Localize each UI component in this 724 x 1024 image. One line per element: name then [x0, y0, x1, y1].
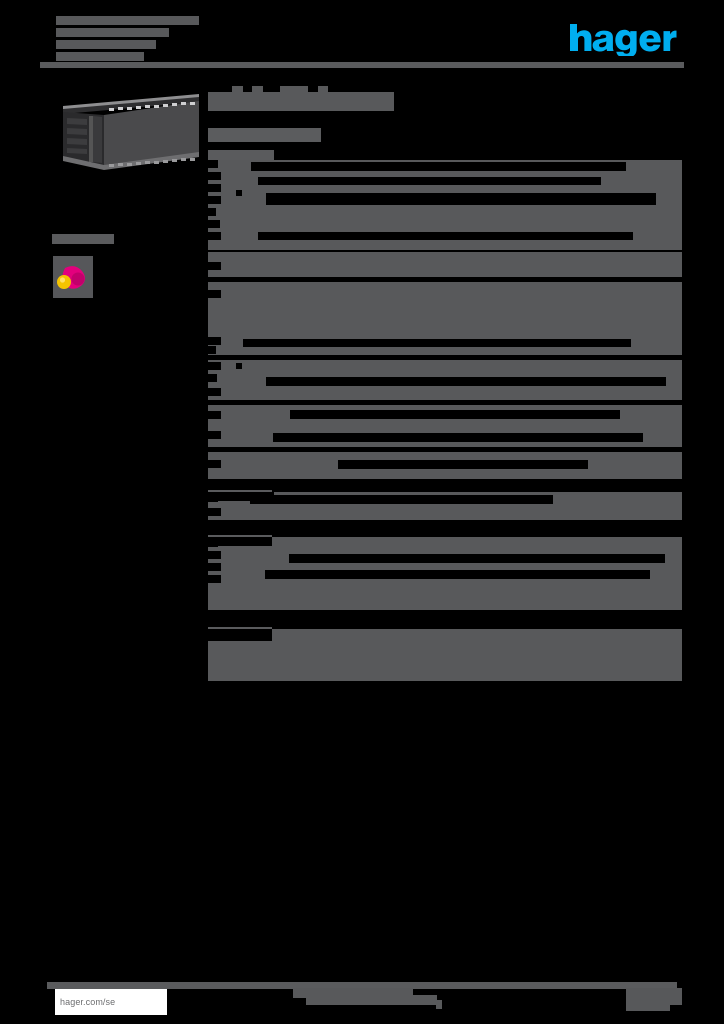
- header-line-3: [56, 40, 156, 49]
- title-ascender-3: [318, 86, 328, 92]
- table-block-1-value-gap-4: [258, 232, 633, 240]
- table-block-1-label-gap-2: [208, 184, 221, 192]
- table-block-4-value-gap-1: [266, 377, 666, 386]
- table-block-1-label-gap-0: [208, 160, 218, 168]
- title-ascender-1: [252, 86, 263, 92]
- title-ascender-2: [280, 86, 308, 92]
- header-rule: [40, 62, 684, 68]
- table-block-6-value-gap-0: [338, 460, 588, 469]
- table-block-3: [208, 282, 682, 355]
- footer-url[interactable]: hager.com/se: [55, 989, 167, 1015]
- title-ascender-0: [232, 86, 243, 92]
- table-block-1-label-gap-3: [208, 196, 221, 204]
- footer-center-block-1: [306, 995, 437, 1005]
- table-block-1-value-gap-0: [251, 162, 626, 171]
- section-technical-characteristics-label: [208, 150, 274, 161]
- table-block-7-value-gap-0: [208, 492, 274, 501]
- table-block-6: [208, 452, 682, 479]
- table-block-5: [208, 405, 682, 447]
- table-block-8-value-gap-2: [265, 570, 650, 579]
- table-block-5-label-gap-1: [208, 431, 221, 439]
- footer-center-block-3: [436, 1000, 442, 1009]
- table-block-1-value-gap-3: [266, 193, 656, 205]
- table-block-8-value-gap-0: [208, 537, 272, 546]
- table-block-8-value-gap-1: [289, 554, 665, 563]
- table-block-1-label-gap-1: [208, 172, 221, 180]
- table-block-1-value-gap-1: [258, 177, 601, 185]
- header-line-1: [56, 16, 199, 25]
- table-block-4: [208, 360, 682, 400]
- table-block-2: [208, 252, 682, 277]
- header-line-2: [56, 28, 169, 37]
- header-line-4: [56, 52, 144, 61]
- footer-center-block-2: [345, 988, 390, 995]
- table-block-7-value-gap-1: [250, 495, 553, 504]
- table-block-7-label-gap-1: [208, 508, 221, 516]
- table-block-4-label-gap-0: [208, 362, 221, 370]
- page-subtitle: [208, 128, 321, 142]
- table-block-3-label-gap-1: [208, 337, 221, 345]
- table-block-5-value-gap-1: [273, 433, 643, 442]
- table-block-8-label-gap-1: [208, 551, 221, 559]
- table-block-7: [208, 492, 682, 520]
- table-block-5-label-gap-0: [208, 411, 221, 419]
- pictogram-hazard: [53, 256, 93, 298]
- table-block-3-value-gap-0: [243, 339, 631, 347]
- pictogram-label: [52, 234, 114, 244]
- table-block-4-label-gap-1: [208, 374, 217, 382]
- table-block-1-label-gap-4: [208, 208, 216, 216]
- footer-right-block-1: [626, 1005, 670, 1011]
- product-photo-trunking: [57, 88, 202, 188]
- table-block-1-value-gap-2: [236, 190, 242, 196]
- footer-right-block-0: [626, 988, 682, 1005]
- table-block-3-label-gap-2: [208, 346, 216, 354]
- table-block-9: [208, 629, 682, 681]
- table-block-1-label-gap-6: [208, 232, 221, 240]
- table-block-4-label-gap-2: [208, 388, 221, 396]
- document-header-title: [56, 16, 199, 64]
- table-block-1-label-gap-5: [208, 220, 220, 228]
- table-block-8-label-gap-2: [208, 563, 221, 571]
- table-block-1: [208, 160, 682, 250]
- table-block-5-value-gap-0: [290, 410, 620, 419]
- table-block-8: [208, 537, 682, 610]
- table-block-8-label-gap-3: [208, 575, 221, 583]
- table-block-3-label-gap-0: [208, 290, 221, 298]
- hager-logo: [568, 22, 678, 56]
- table-block-4-value-gap-0: [236, 363, 242, 369]
- table-block-2-label-gap-0: [208, 262, 221, 270]
- table-block-9-value-gap-0: [208, 629, 272, 641]
- footer-rule: [47, 982, 677, 989]
- page-title: [208, 92, 394, 111]
- table-block-6-label-gap-0: [208, 460, 221, 468]
